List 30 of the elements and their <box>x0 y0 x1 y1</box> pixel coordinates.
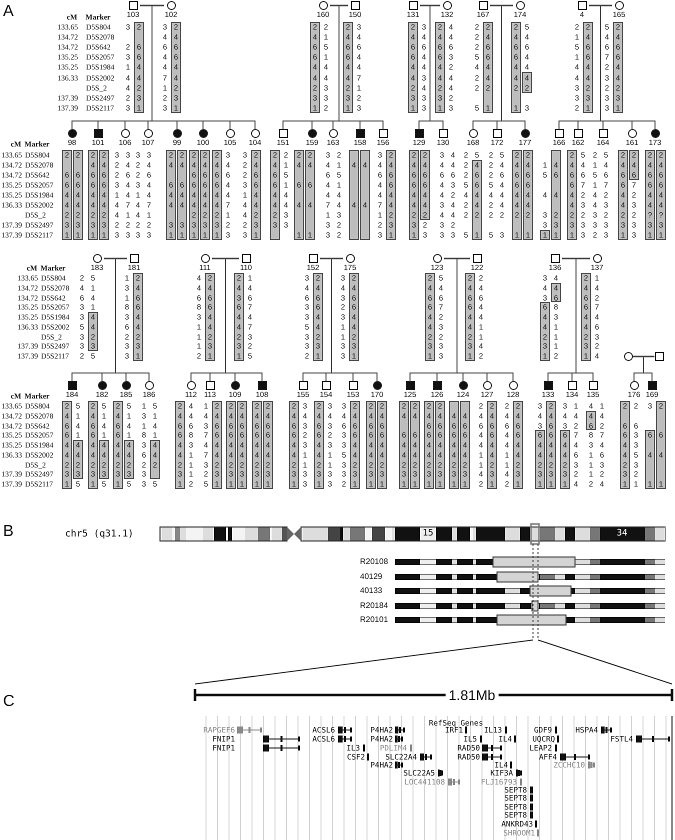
clone-name: 40129 <box>360 573 382 581</box>
descent-line <box>430 5 444 130</box>
couple-line <box>330 4 348 6</box>
descent-line <box>338 5 384 130</box>
descent-line <box>115 258 150 382</box>
couple-line <box>632 356 654 358</box>
scale-label: 1.81Mb <box>446 688 498 702</box>
couple-line <box>104 258 127 260</box>
panel-letter: A <box>3 4 14 20</box>
clone-name: 40133 <box>360 587 382 595</box>
descent-line <box>600 5 656 130</box>
descent-line <box>576 258 594 382</box>
clone-name: R20101 <box>360 616 388 624</box>
clone-name: R20184 <box>360 602 388 610</box>
panel-letter: C <box>3 694 15 710</box>
couple-line <box>320 258 343 260</box>
descent-line <box>331 258 378 382</box>
descent-line <box>456 258 514 382</box>
couple-line <box>140 4 164 6</box>
chromosome-name: chr5 (q31.1) <box>65 529 134 539</box>
couple-line <box>589 4 612 6</box>
descent-line <box>225 258 262 382</box>
panel-letter: B <box>3 524 14 540</box>
couple-line <box>420 4 440 6</box>
couple-line <box>490 4 513 6</box>
couple-line <box>212 258 239 260</box>
descent-line <box>501 5 526 130</box>
couple-line <box>444 258 470 260</box>
clone-name: R20108 <box>360 558 388 566</box>
couple-line <box>562 258 590 260</box>
